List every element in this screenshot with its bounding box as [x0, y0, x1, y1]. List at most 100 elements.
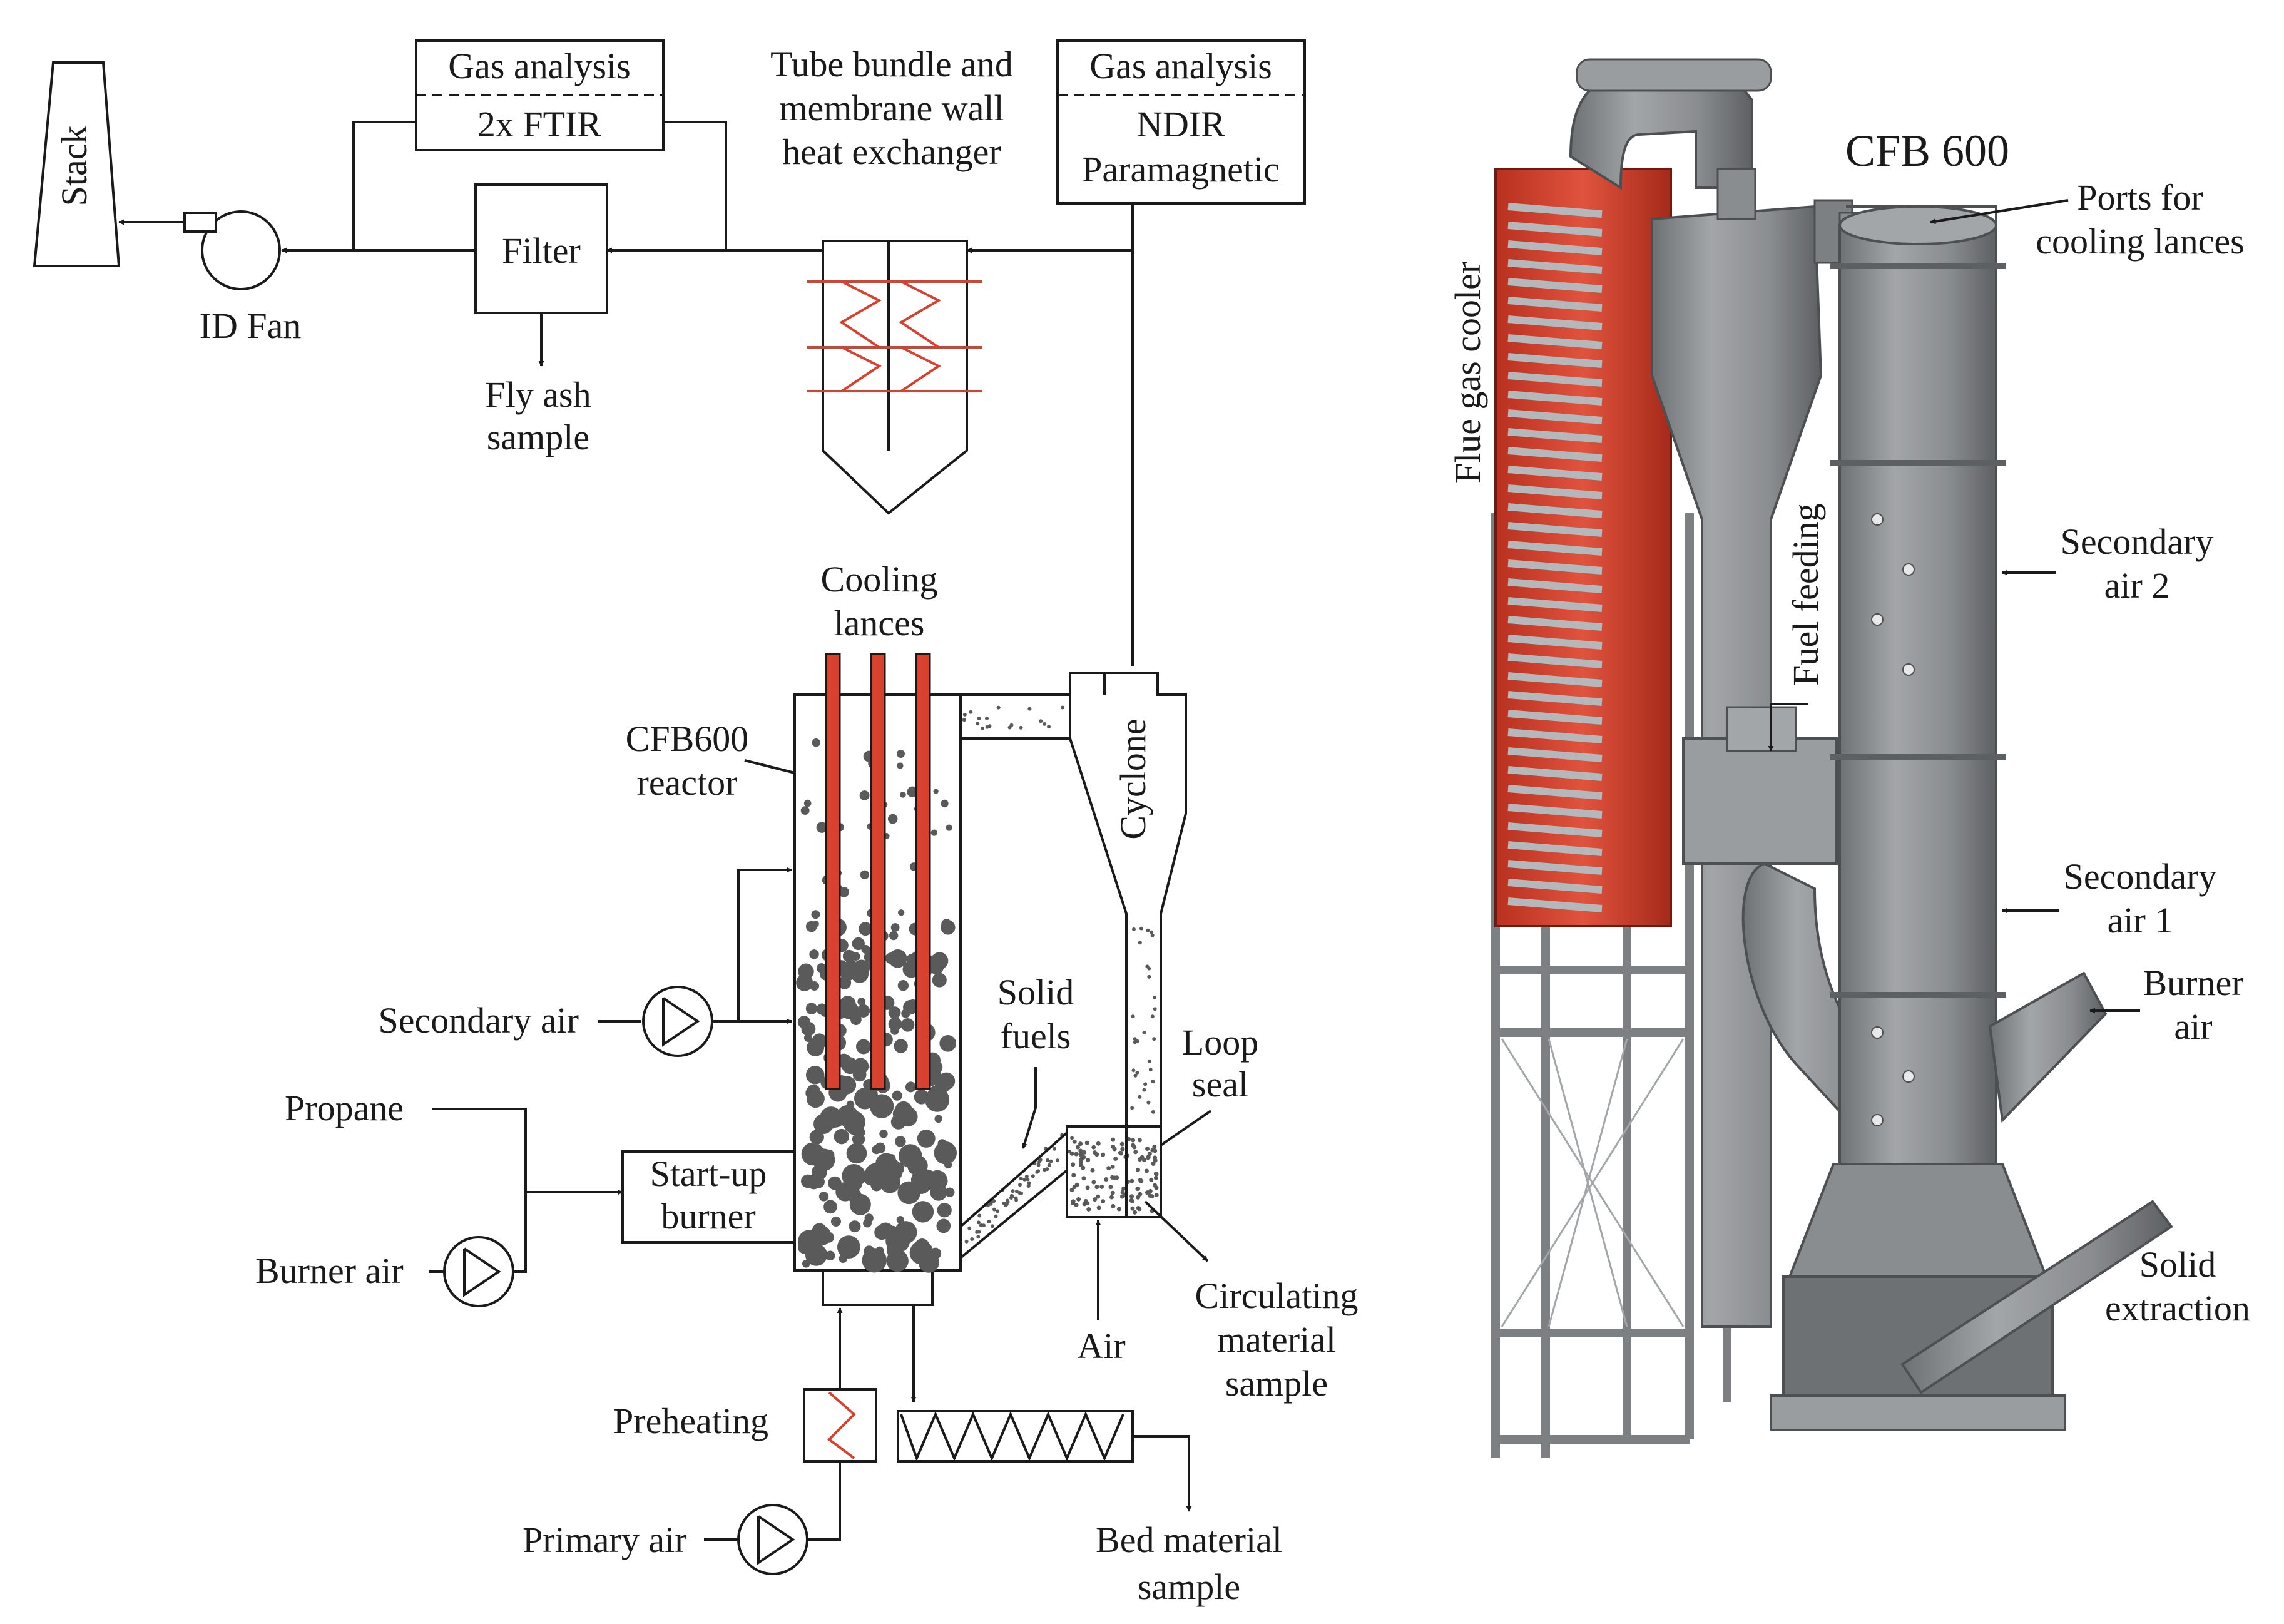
particle [1101, 1152, 1106, 1157]
particle [1006, 1200, 1010, 1204]
particle [1153, 1007, 1157, 1011]
column-port [1871, 613, 1884, 626]
particle [896, 1216, 904, 1224]
preheating-label: Preheating [613, 1401, 768, 1441]
ports-leader [1930, 199, 2069, 225]
cooler-tube [1507, 710, 1603, 725]
particle [1070, 1136, 1074, 1140]
cooler-tube [1507, 879, 1603, 894]
particle [817, 963, 827, 973]
particle [1133, 1037, 1137, 1041]
bed-particles [796, 705, 1159, 1273]
particle [840, 966, 855, 981]
particle [996, 705, 1001, 710]
cfb600-reactor: CFB600 reactor [626, 653, 1159, 1306]
particle [1131, 1138, 1136, 1143]
particle [1086, 1207, 1091, 1212]
render-title: CFB 600 [1845, 126, 2009, 176]
cooler-tube [1507, 391, 1603, 406]
particle [944, 1161, 952, 1169]
particle [1148, 1188, 1153, 1193]
particle [1043, 1168, 1047, 1172]
particle [1138, 1157, 1143, 1162]
fly-ash-label-1: Fly ash [485, 374, 591, 415]
particle [1118, 1150, 1123, 1155]
bed-material-label-2: sample [1138, 1566, 1240, 1607]
particle [1010, 1194, 1014, 1198]
particle [1146, 928, 1150, 932]
particle [962, 718, 966, 722]
cooler-tube [1507, 616, 1603, 631]
particle [962, 712, 967, 717]
particle [969, 710, 973, 714]
particle [1131, 927, 1136, 931]
startup-burner-label-2: burner [661, 1196, 755, 1237]
particle [1138, 1095, 1142, 1099]
particle [937, 1139, 947, 1148]
id-fan-label: ID Fan [200, 305, 302, 346]
reactor-label-1: CFB600 [626, 718, 749, 759]
particle [830, 1216, 841, 1227]
particle [1111, 1203, 1116, 1208]
particle [1143, 1082, 1148, 1086]
particle [979, 1223, 983, 1227]
particle [935, 1149, 946, 1161]
cyclone: Cyclone [959, 672, 1187, 1259]
cooler-tube [1507, 635, 1603, 650]
particle [1078, 1159, 1083, 1164]
particle [1024, 1174, 1029, 1178]
particle [976, 1220, 981, 1225]
particle [849, 1193, 871, 1215]
particle [1148, 1068, 1153, 1072]
particle [841, 1086, 850, 1096]
heat-exchanger-label-1: Tube bundle and [770, 44, 1013, 84]
particle [1090, 1168, 1095, 1173]
secondary-air-1-label-1: Secondary [2064, 856, 2217, 897]
circulating-label-1: Circulating [1195, 1275, 1359, 1316]
particle [1130, 1206, 1135, 1211]
particle [1061, 705, 1065, 710]
fly-ash-label-2: sample [487, 417, 589, 457]
particle [898, 909, 905, 916]
particle [895, 1136, 906, 1147]
particle [929, 1247, 942, 1260]
particle [820, 1106, 842, 1129]
particle [1049, 1159, 1053, 1163]
particle [898, 1144, 922, 1168]
particle [1153, 1175, 1158, 1180]
particle [1151, 1080, 1155, 1084]
particle [1146, 1100, 1151, 1105]
solid-extraction-label-2: extraction [2105, 1288, 2250, 1329]
particle [800, 806, 810, 815]
cooler-tube [1507, 822, 1603, 837]
particle [1147, 1059, 1151, 1063]
particle [994, 1214, 998, 1218]
particle [812, 921, 819, 927]
particle [1129, 1194, 1134, 1199]
cooler-tube [1507, 672, 1603, 687]
particle [1150, 1194, 1155, 1199]
particle [975, 1230, 979, 1234]
particle [1154, 1193, 1159, 1198]
particle [1072, 1139, 1077, 1144]
particle [946, 824, 952, 831]
particle [1154, 1172, 1159, 1177]
particle [800, 1174, 815, 1188]
particle [1113, 1157, 1118, 1162]
particle [901, 1009, 910, 1018]
air-label: Air [1077, 1325, 1125, 1366]
bed-material-label-1: Bed material [1096, 1519, 1282, 1560]
particle [1019, 1177, 1023, 1181]
filter-label: Filter [502, 230, 581, 271]
particle [1139, 926, 1143, 931]
reactor-label-2: reactor [637, 762, 738, 803]
particle [1144, 1168, 1149, 1173]
particle [895, 1255, 906, 1267]
particle [1133, 1150, 1138, 1155]
particle [1135, 1070, 1139, 1075]
cooler-tube [1507, 747, 1603, 762]
loop-seal-label-1: Loop [1182, 1022, 1258, 1063]
column-port [1871, 1026, 1884, 1039]
particle [835, 1182, 855, 1202]
